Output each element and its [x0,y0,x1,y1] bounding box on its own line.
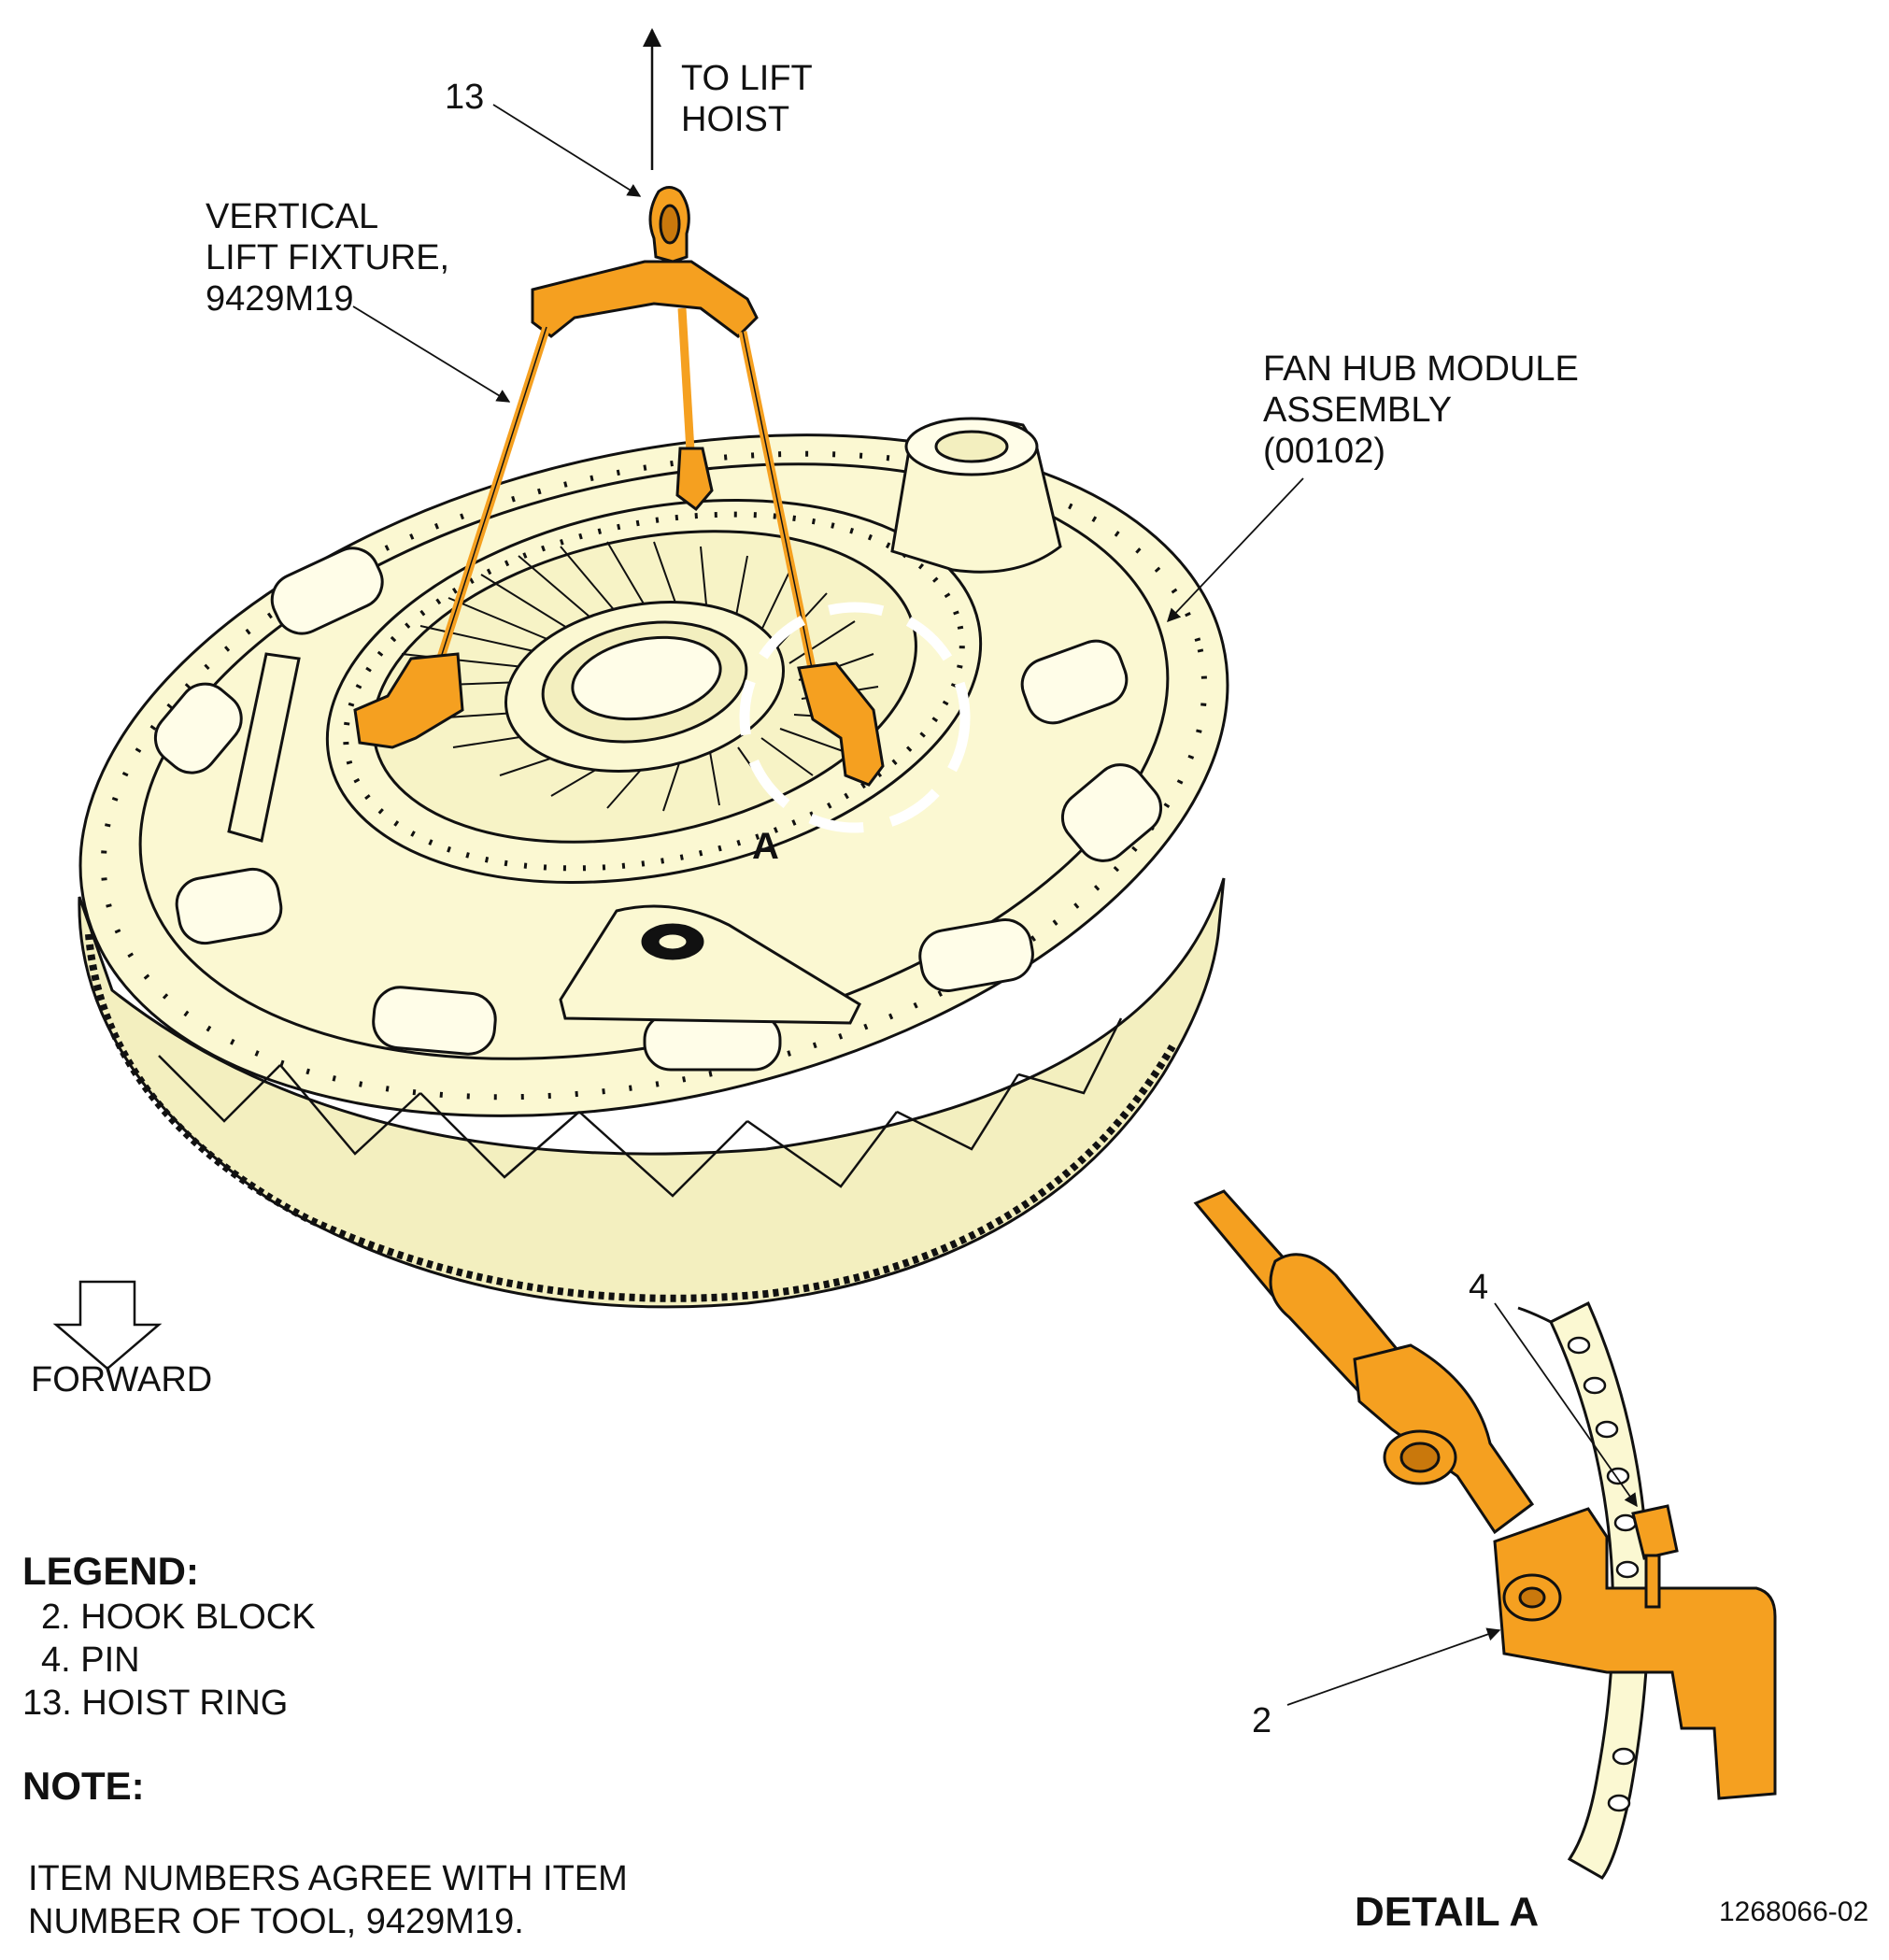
detail-a-marker-circle [739,602,971,833]
left-hook-block [353,652,464,749]
leader-item2 [1286,1627,1501,1706]
rear-clevis [675,447,714,512]
detail-ring-inner-edge [1517,1306,1552,1324]
fan-hub-module-assembly [78,417,1229,1309]
detail-a-view [1193,1189,1777,1880]
detail-a-title: DETAIL A [1355,1889,1540,1935]
hub-side-wall [78,877,1226,1309]
legend-item-13: 13. HOIST RING [22,1683,289,1723]
detail-hook-block [1493,1507,1777,1800]
note-line1: ITEM NUMBERS AGREE WITH ITEM [28,1859,628,1898]
note-line2: NUMBER OF TOOL, 9429M19. [28,1902,524,1941]
legend-item-4: 4. PIN [41,1640,140,1680]
module-line1: FAN HUB MODULE [1263,349,1579,389]
vertical-lift-fixture [353,186,885,787]
forward-bracket [559,904,861,1025]
fixture-line2: LIFT FIXTURE, [206,238,450,277]
module-line3: (00102) [1263,432,1385,471]
spreader-frame [531,260,759,338]
center-hub-bore [571,635,722,721]
detail-ring-holes [1567,1336,1640,1812]
fixture-line1: VERTICAL [206,197,379,236]
leader-item13 [492,104,642,197]
leader-module [1167,477,1304,623]
detail-a-marker-label: A [752,826,779,867]
callout-to-lift-hoist: TO LIFT HOIST [681,58,813,140]
lower-truss [158,1017,1123,1198]
leader-item4 [1494,1302,1638,1508]
middle-ring-bolts [343,511,965,872]
to-lift-line1: TO LIFT [681,59,813,98]
to-lift-line2: HOIST [681,100,790,139]
callout-item2: 2 [1252,1701,1272,1740]
right-hook-block [797,661,885,787]
flange-bolt-circle [100,450,1208,1101]
module-line2: ASSEMBLY [1263,391,1453,430]
forward-label: FORWARD [31,1360,213,1399]
callout-item13: 13 [445,78,485,117]
note-title: NOTE: [22,1764,145,1808]
callout-item4: 4 [1469,1268,1489,1307]
leader-fixture [352,305,511,403]
document-number: 1268066-02 [1719,1896,1869,1927]
legend-title: LEGEND: [22,1549,199,1593]
callout-fan-hub-module: FAN HUB MODULE ASSEMBLY (00102) [1263,348,1579,472]
gear-teeth [85,933,1176,1302]
fixture-line3: 9429M19 [206,279,354,319]
forward-arrow-icon [52,1280,163,1371]
detail-pin [1631,1504,1679,1560]
callout-vertical-lift-fixture: VERTICAL LIFT FIXTURE, 9429M19 [206,196,449,320]
access-ports [153,547,1163,1072]
left-rib [227,652,301,843]
leader-lines [352,28,1638,1706]
legend-item-2: 2. HOOK BLOCK [41,1598,316,1637]
